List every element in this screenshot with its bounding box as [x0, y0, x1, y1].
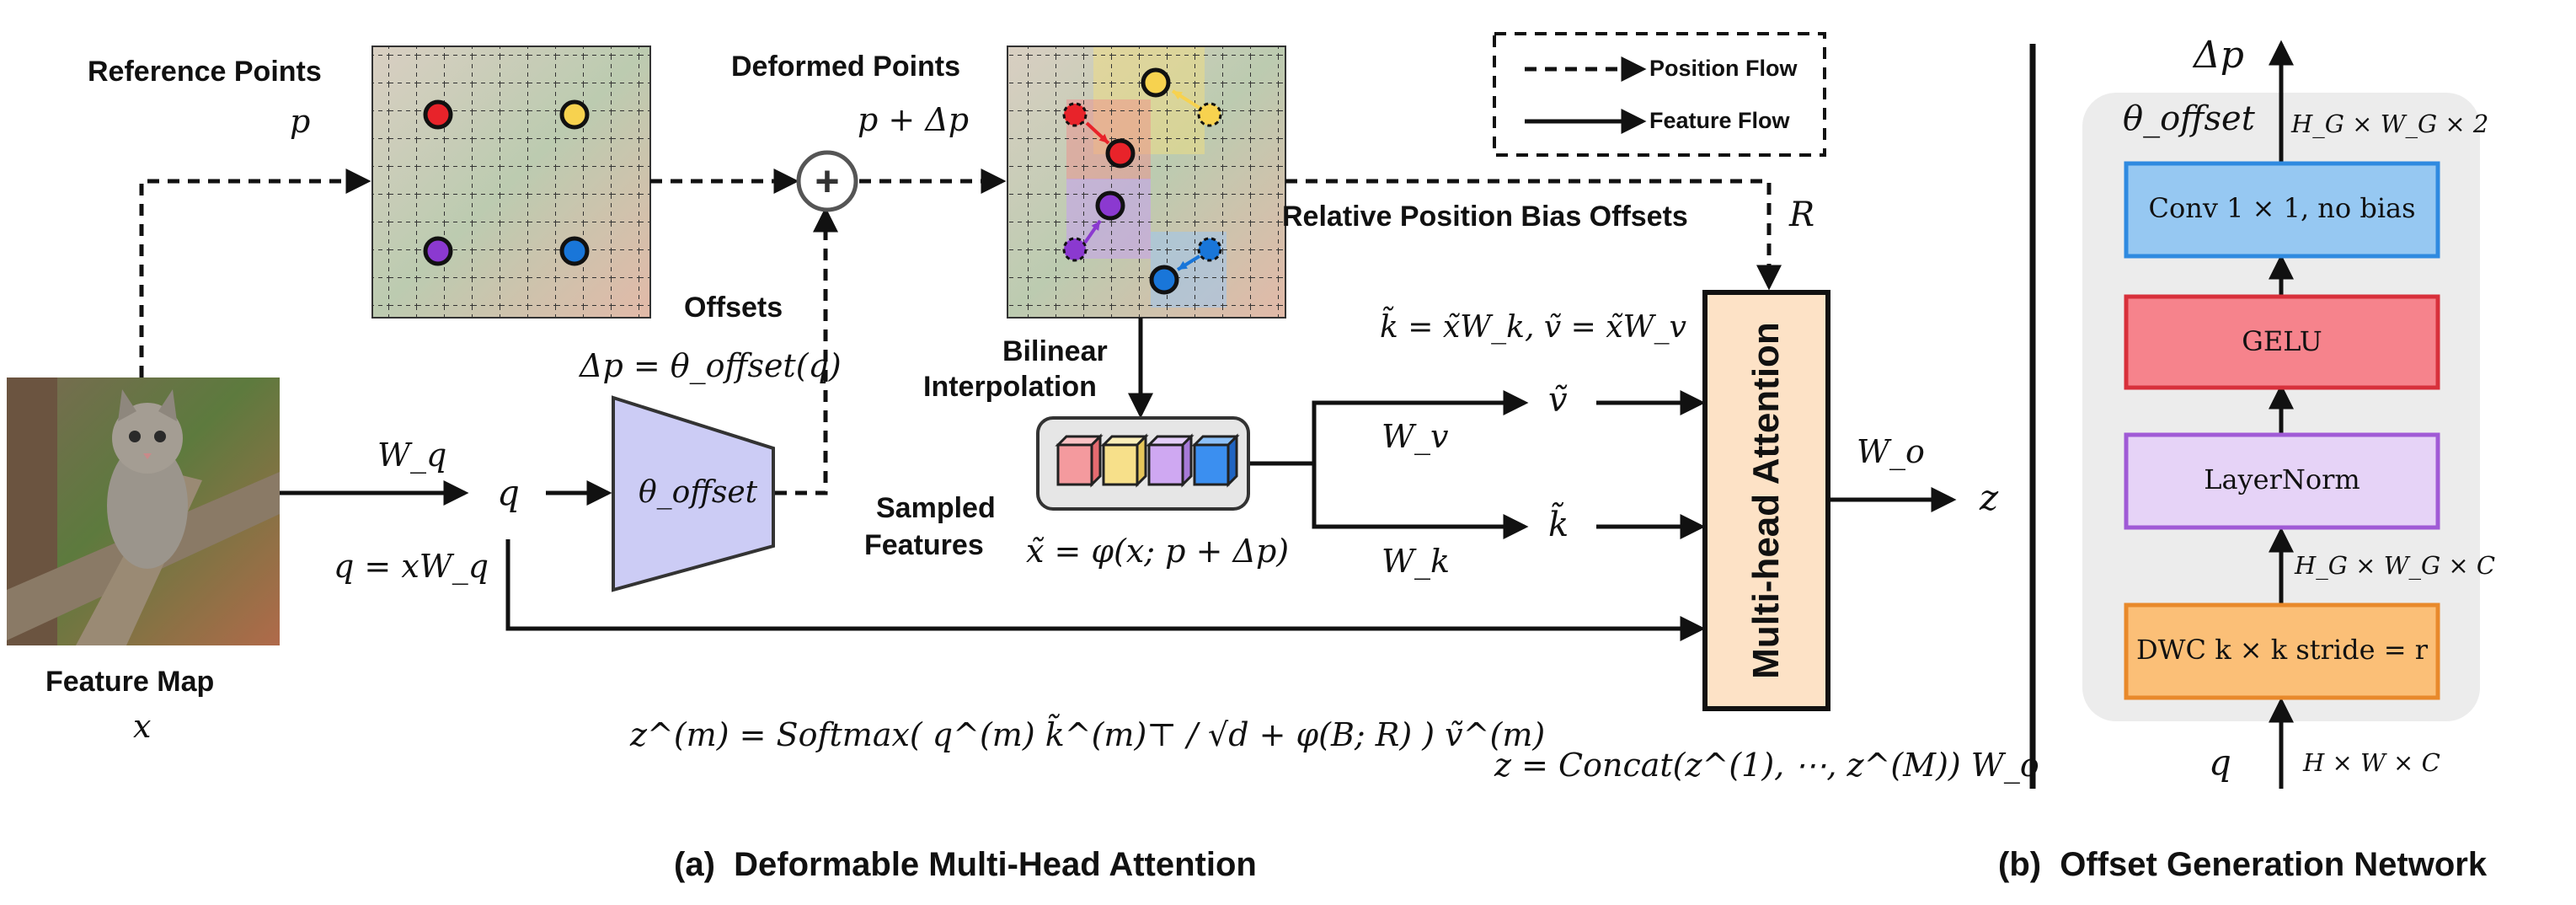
deformed-points-symbol: p + Δp [858, 101, 970, 138]
offset-net-input-shape: H × W × C [2303, 748, 2440, 777]
relative-bias-symbol: R [1789, 195, 1815, 234]
deformed-point-purple [1095, 190, 1125, 221]
layer-layernorm [2124, 432, 2440, 530]
feature-map-symbol: x [133, 708, 152, 745]
query-weight: W_q [377, 436, 447, 474]
offset-net-output-shape: H_G × W_G × 2 [2291, 110, 2489, 138]
original-point-blue [1197, 237, 1222, 262]
sampled-equation: x̃ = φ(x; p + Δp) [1026, 533, 1290, 570]
sampled-features-box [1036, 416, 1250, 511]
original-point-purple [1062, 237, 1088, 262]
layer-gelu-label: GELU [2242, 325, 2322, 357]
relative-bias-label: Relative Position Bias Offsets [1282, 201, 1688, 233]
k-symbol: k̃ [1548, 506, 1569, 544]
offset-net-output-symbol: Δp [2194, 34, 2244, 77]
legend-position-flow: Position Flow [1649, 56, 1798, 81]
offset-network-trapezoid [612, 395, 775, 592]
sampled-label-2: Features [864, 529, 984, 561]
multi-head-attention-box [1702, 290, 1830, 711]
layer-layernorm-label: LayerNorm [2204, 463, 2360, 495]
cube-yellow [1100, 433, 1149, 488]
layer-conv-label: Conv 1 × 1, no bias [2148, 192, 2416, 224]
reference-point-blue [559, 236, 590, 266]
original-point-yellow [1197, 102, 1222, 127]
reference-points-title: Reference Points [88, 56, 322, 88]
feature-flow-v [1248, 390, 1529, 466]
cube-purple [1146, 433, 1194, 488]
deformed-point-yellow [1141, 67, 1171, 98]
offset-net-mid-shape: H_G × W_G × C [2295, 551, 2496, 580]
bilinear-label-1: Bilinear [1002, 335, 1108, 367]
position-flow-offsets-to-add [775, 206, 838, 495]
mha-label: Multi-head Attention [1745, 322, 1787, 679]
query-equation: q = xW_q [334, 548, 489, 585]
points-layer [423, 67, 1222, 295]
caption-b: (b) Offset Generation Network [1998, 846, 2488, 883]
bilinear-label-2: Interpolation [923, 371, 1097, 403]
deformed-point-blue [1149, 265, 1179, 295]
reference-point-yellow [559, 99, 590, 130]
offset-arrow-blue [1176, 254, 1201, 271]
query-symbol: q [497, 472, 520, 513]
reference-points-image [371, 46, 651, 319]
attention-equation: z^(m) = Softmax( q^(m) k̃^(m)⊤ / √d + φ(… [630, 716, 1546, 753]
position-flow-bias-offsets [1285, 179, 1782, 291]
layer-conv [2124, 161, 2440, 259]
legend-feature-flow: Feature Flow [1649, 108, 1790, 133]
feature-map-title: Feature Map [45, 666, 215, 698]
offset-net-module-label: θ_offset [2123, 99, 2255, 138]
original-point-red [1062, 102, 1088, 127]
feature-flow-query-to-mha [505, 539, 1706, 641]
offset-arrow-yellow [1171, 89, 1201, 110]
position-flow-to-reference [139, 169, 371, 378]
legend [1493, 32, 1826, 157]
kv-equation: k̃ = x̃W_k, ṽ = x̃W_v [1380, 310, 1686, 345]
layer-dwc-label: DWC k × k stride = r [2136, 634, 2428, 666]
output-symbol: z [1980, 477, 1999, 518]
feature-flow-k [1312, 463, 1529, 539]
offsets-title: Offsets [684, 292, 783, 324]
reference-point-red [423, 99, 453, 130]
svg-text:+: + [815, 158, 839, 205]
reference-point-purple [423, 236, 453, 266]
v-symbol: ṽ [1548, 381, 1568, 420]
layer-gelu [2124, 294, 2440, 390]
reference-points-symbol: p [290, 103, 311, 140]
offset-arrow-red [1085, 121, 1110, 145]
deformed-points-title: Deformed Points [731, 51, 961, 83]
cube-blue [1191, 433, 1240, 488]
output-weight: W_o [1857, 433, 1925, 470]
add-node: + [796, 150, 858, 212]
offsets-equation: Δp = θ_offset(q) [580, 347, 842, 384]
layer-dwc [2124, 602, 2440, 700]
offset-arrow-purple [1083, 219, 1102, 244]
k-weight: W_k [1382, 543, 1451, 580]
v-weight: W_v [1382, 418, 1449, 455]
deformed-point-red [1105, 138, 1136, 169]
cube-red [1055, 433, 1104, 488]
sampled-label-1: Sampled [876, 492, 996, 524]
feature-map-image [7, 378, 280, 645]
offset-net-label: θ_offset [639, 475, 758, 510]
concat-equation: z = Concat(z^(1), ⋯, z^(M)) W_o [1494, 747, 2039, 784]
offset-net-input-symbol: q [2209, 742, 2231, 783]
caption-a: (a) Deformable Multi-Head Attention [674, 846, 1257, 883]
